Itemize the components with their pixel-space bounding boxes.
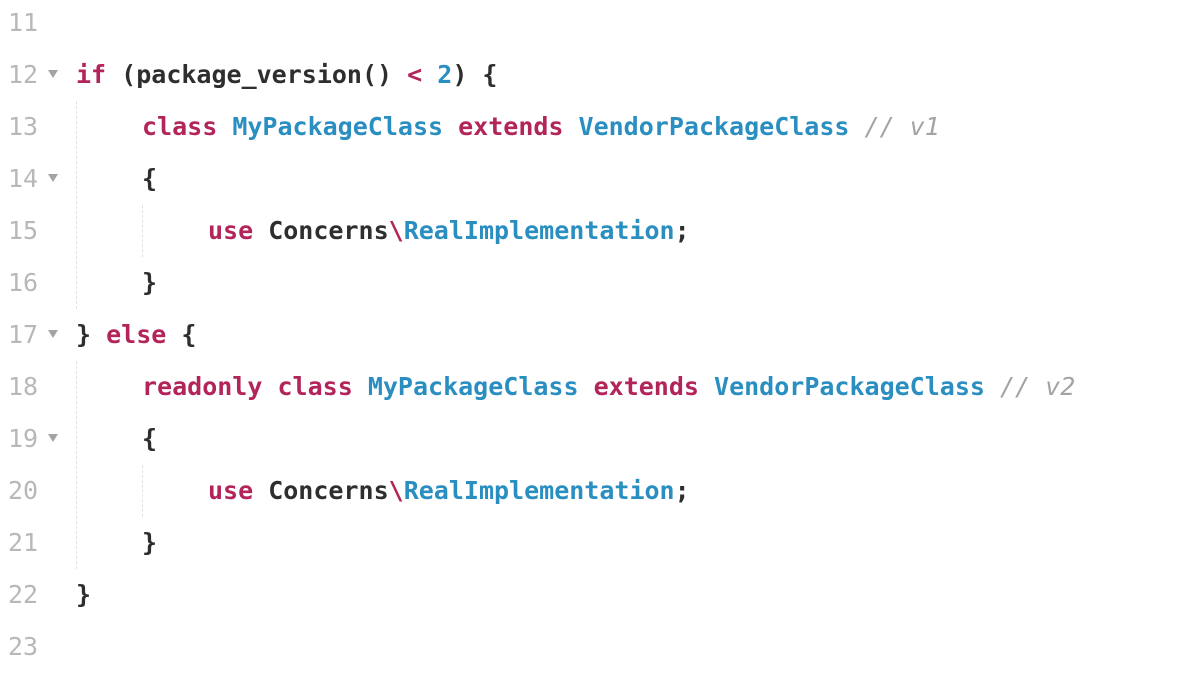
- code-text: }: [142, 517, 157, 569]
- code-text: }: [76, 569, 91, 621]
- code-token: if: [76, 60, 107, 89]
- line-number: 14: [8, 164, 39, 193]
- code-token: RealImplementation: [403, 476, 675, 505]
- code-token: class: [142, 112, 218, 141]
- code-token: ;: [674, 216, 690, 245]
- line-number: 16: [8, 268, 39, 297]
- code-text: if (package_version() < 2) {: [76, 49, 497, 101]
- code-token: }: [76, 320, 107, 349]
- code-line[interactable]: 12 if (package_version() < 2) {: [0, 49, 1200, 101]
- line-number: 13: [8, 112, 39, 141]
- code-token: ) {: [452, 60, 498, 89]
- fold-arrow-icon[interactable]: [48, 330, 58, 338]
- code-token: readonly: [142, 372, 263, 401]
- code-token: }: [76, 580, 92, 609]
- line-number: 22: [8, 580, 39, 609]
- code-line[interactable]: 21}: [0, 517, 1200, 569]
- indent-guide: [76, 361, 77, 569]
- code-text: {: [142, 153, 157, 205]
- code-line[interactable]: 20 use Concerns\RealImplementation;: [0, 465, 1200, 517]
- code-token: {: [142, 164, 158, 193]
- code-token: use: [208, 216, 254, 245]
- code-token: 2: [437, 60, 453, 89]
- line-number: 23: [8, 632, 39, 661]
- code-token: \: [388, 476, 404, 505]
- code-token: use: [208, 476, 254, 505]
- code-token: <: [407, 60, 423, 89]
- code-token: MyPackageClass: [232, 112, 444, 141]
- code-token: [699, 372, 714, 401]
- code-token: }: [142, 268, 158, 297]
- code-line[interactable]: 11: [0, 0, 1200, 49]
- code-token: extends: [458, 112, 564, 141]
- code-text: use Concerns\RealImplementation;: [208, 205, 690, 257]
- line-number: 18: [8, 372, 39, 401]
- code-line[interactable]: 16}: [0, 257, 1200, 309]
- code-line[interactable]: 14 {: [0, 153, 1200, 205]
- fold-arrow-icon[interactable]: [48, 434, 58, 442]
- code-line[interactable]: 23: [0, 621, 1200, 673]
- code-token: \: [388, 216, 404, 245]
- code-token: (package_version(): [106, 60, 408, 89]
- code-token: [353, 372, 368, 401]
- code-token: [262, 372, 277, 401]
- line-number: 19: [8, 424, 39, 453]
- code-line[interactable]: 17} else {: [0, 309, 1200, 361]
- code-token: RealImplementation: [403, 216, 675, 245]
- code-token: [443, 112, 458, 141]
- code-token: else: [106, 320, 167, 349]
- code-token: // v2: [984, 372, 1076, 401]
- code-token: MyPackageClass: [367, 372, 579, 401]
- code-text: } else {: [76, 309, 196, 361]
- code-token: [563, 112, 578, 141]
- code-token: {: [166, 320, 197, 349]
- code-token: Concerns: [253, 476, 389, 505]
- code-token: [422, 60, 437, 89]
- code-line[interactable]: 18 readonly class MyPackageClass extends …: [0, 361, 1200, 413]
- code-token: ;: [674, 476, 690, 505]
- code-token: [579, 372, 594, 401]
- code-token: class: [277, 372, 353, 401]
- code-token: extends: [593, 372, 699, 401]
- line-number: 12: [8, 60, 39, 89]
- code-text: {: [142, 413, 157, 465]
- code-token: }: [142, 528, 158, 557]
- code-text: class MyPackageClass extends VendorPacka…: [142, 101, 940, 153]
- code-line[interactable]: 19 {: [0, 413, 1200, 465]
- indent-guide: [142, 465, 143, 517]
- code-text: use Concerns\RealImplementation;: [208, 465, 690, 517]
- code-token: [217, 112, 232, 141]
- line-number: 15: [8, 216, 39, 245]
- fold-arrow-icon[interactable]: [48, 70, 58, 78]
- code-token: {: [142, 424, 158, 453]
- code-text: readonly class MyPackageClass extends Ve…: [142, 361, 1075, 413]
- code-token: VendorPackageClass: [714, 372, 985, 401]
- line-number: 17: [8, 320, 39, 349]
- code-line[interactable]: 15 use Concerns\RealImplementation;: [0, 205, 1200, 257]
- line-number: 20: [8, 476, 39, 505]
- code-line[interactable]: 13 class MyPackageClass extends VendorPac…: [0, 101, 1200, 153]
- line-number: 11: [8, 8, 39, 37]
- indent-guide: [76, 101, 77, 309]
- code-token: // v1: [849, 112, 940, 141]
- line-number: 21: [8, 528, 39, 557]
- code-token: Concerns: [253, 216, 389, 245]
- code-token: VendorPackageClass: [578, 112, 850, 141]
- code-text: }: [142, 257, 157, 309]
- indent-guide: [142, 205, 143, 257]
- code-line[interactable]: 22}: [0, 569, 1200, 621]
- fold-arrow-icon[interactable]: [48, 174, 58, 182]
